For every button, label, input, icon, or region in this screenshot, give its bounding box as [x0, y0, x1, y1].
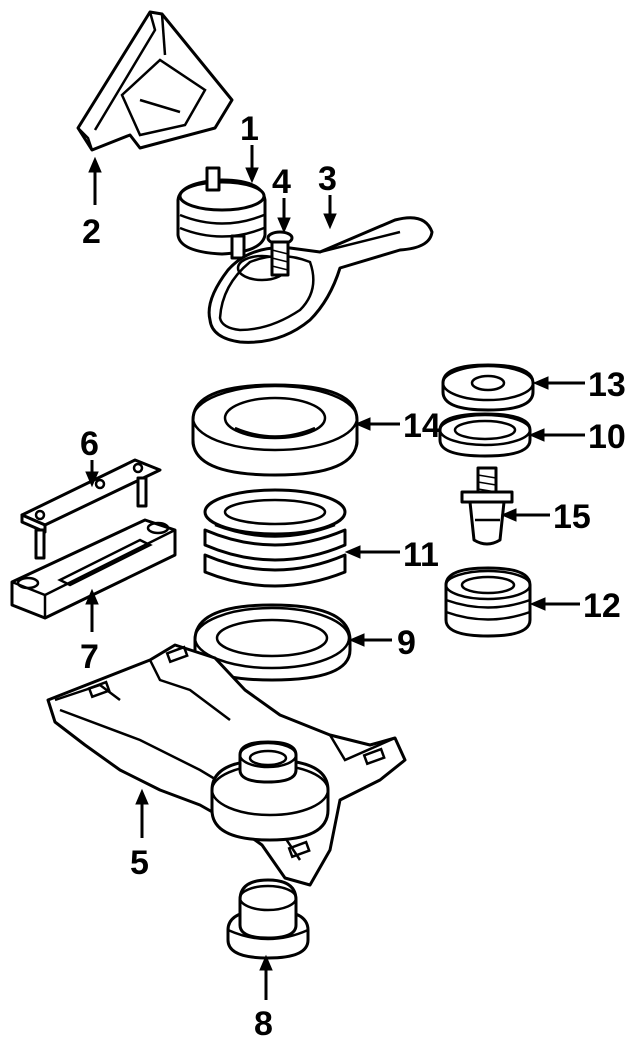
- part-4-stud: [266, 230, 294, 277]
- callout-10: 10: [588, 418, 626, 456]
- part-1-rubber-mount: [176, 166, 267, 260]
- part-15-bump-stop: [460, 466, 514, 546]
- part-10-ring: [438, 412, 532, 458]
- part-8-bushing: [226, 878, 310, 960]
- callout-9: 9: [397, 624, 416, 662]
- callout-1: 1: [240, 110, 259, 148]
- part-7-block: [10, 518, 177, 620]
- part-2-bracket: [76, 10, 234, 152]
- callout-3: 3: [318, 160, 337, 198]
- callout-11: 11: [403, 536, 439, 574]
- callout-7: 7: [80, 638, 99, 676]
- part-12-bumper: [444, 566, 532, 638]
- callout-15: 15: [553, 498, 591, 536]
- part-13-washer: [441, 363, 535, 412]
- callout-8: 8: [254, 1005, 273, 1043]
- callout-6: 6: [80, 425, 99, 463]
- callout-5: 5: [130, 844, 149, 882]
- callout-numbers: 2 1 4 3 6 7 14 11 9 13 10 15 12 5 8: [80, 110, 626, 1043]
- callout-14: 14: [403, 407, 441, 445]
- callout-12: 12: [583, 587, 621, 625]
- callout-2: 2: [82, 213, 101, 251]
- callout-4: 4: [272, 163, 291, 201]
- leader-lines: [85, 145, 585, 1000]
- part-5-crossmember: [46, 643, 407, 887]
- part-11-coil-spring: [203, 488, 347, 588]
- part-6-plate: [20, 458, 162, 560]
- callout-13: 13: [588, 366, 626, 404]
- part-14-spring-seat: [191, 383, 359, 477]
- part-3-mount-base: [207, 216, 434, 344]
